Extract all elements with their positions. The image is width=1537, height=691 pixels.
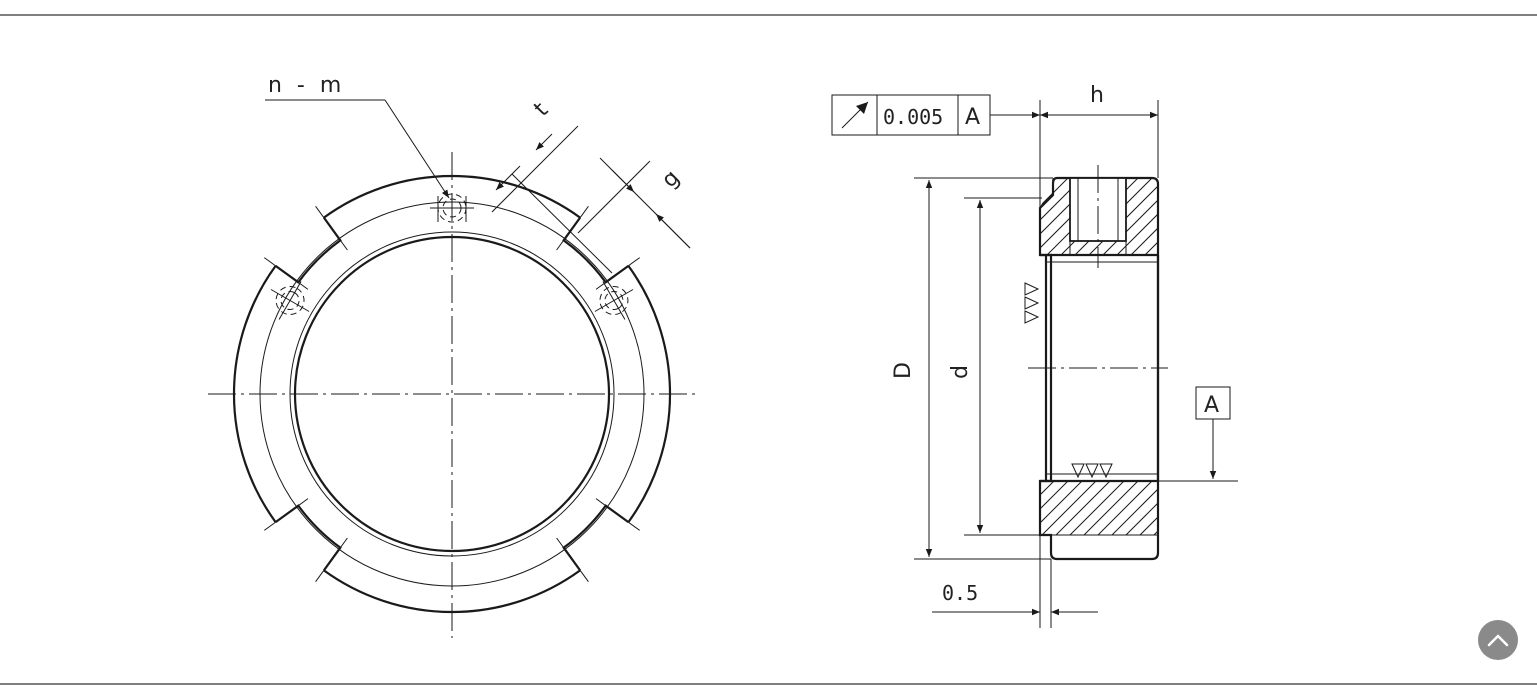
slot-tick (595, 257, 640, 290)
surface-finish-left (1024, 282, 1040, 324)
dim-outer-diameter: D (891, 177, 1053, 560)
slot-tick (264, 498, 309, 531)
hatch-line (1040, 178, 1069, 255)
slot-tick (595, 498, 640, 531)
hatch-line (1116, 178, 1157, 255)
hatch-line (1083, 481, 1139, 535)
slot-tick (315, 537, 348, 582)
tapped-hole-left (270, 281, 310, 320)
tolerance-datum: A (965, 105, 980, 130)
dim-inner-diameter: d (948, 197, 1042, 536)
thread-callout-label: n - m (268, 73, 345, 98)
dim-slot-width: t (491, 98, 613, 274)
dim-height: h (1039, 83, 1159, 208)
hatch-line (1102, 178, 1157, 255)
hatch-line (1125, 481, 1157, 535)
slot-tick (315, 206, 348, 251)
slot-outlines (264, 206, 640, 582)
hatch-line (1069, 481, 1125, 535)
inner-chamfer-circle (289, 231, 615, 557)
dim-chamfer: 0.5 (932, 535, 1098, 628)
hatch-line (1040, 178, 1041, 255)
surface-finish-bottom (1071, 463, 1113, 479)
hatch-line (1173, 178, 1250, 255)
hatching-bottom (1040, 481, 1222, 535)
section-outline (1038, 176, 1160, 561)
hatch-line (1168, 481, 1222, 535)
hatch-line (1130, 178, 1157, 255)
hatch-line (1153, 481, 1157, 535)
hatch-line (1040, 481, 1055, 535)
dim-slot-depth: g (577, 157, 691, 249)
runout-arrow-icon (841, 101, 869, 129)
section-view: 0.005 A h D d A (831, 83, 1250, 628)
slot-tick (556, 206, 589, 251)
hatch-line (1040, 481, 1041, 535)
outer-contour (232, 174, 672, 614)
hatch-line (1144, 178, 1157, 255)
tapped-hole-right (594, 281, 634, 320)
dim-slot-width-label: t (529, 98, 553, 122)
hatch-line (1040, 178, 1055, 255)
dim-height-label: h (1090, 83, 1104, 108)
slot-tick (556, 537, 589, 582)
hatch-line (1097, 481, 1153, 535)
hatch-line (1159, 178, 1236, 255)
dim-inner-label: d (948, 365, 973, 379)
hatch-line (1139, 481, 1157, 535)
hatch-line (1040, 481, 1083, 535)
bore-circle (293, 235, 611, 553)
hatch-line (1111, 481, 1157, 535)
datum-flag: A (1158, 386, 1238, 482)
datum-flag-label: A (1204, 393, 1219, 418)
dim-outer-label: D (891, 362, 916, 379)
dim-slot-depth-label: g (657, 165, 685, 193)
dim-chamfer-label: 0.5 (942, 581, 978, 605)
tolerance-value: 0.005 (883, 105, 943, 129)
hatch-line (1041, 481, 1097, 535)
thread-callout-leader (384, 99, 450, 199)
chevron-up-icon (1487, 634, 1509, 647)
tapped-hole-top (430, 193, 474, 223)
tolerance-frame: 0.005 A (831, 94, 1040, 136)
thread-root-circle (259, 201, 645, 587)
hatch-line (1040, 481, 1069, 535)
slot-tick (264, 257, 309, 290)
scroll-to-top-button[interactable] (1478, 620, 1518, 660)
hatch-line (1055, 481, 1111, 535)
front-view: n - m t g (208, 73, 695, 638)
hatch-line (1088, 178, 1157, 255)
